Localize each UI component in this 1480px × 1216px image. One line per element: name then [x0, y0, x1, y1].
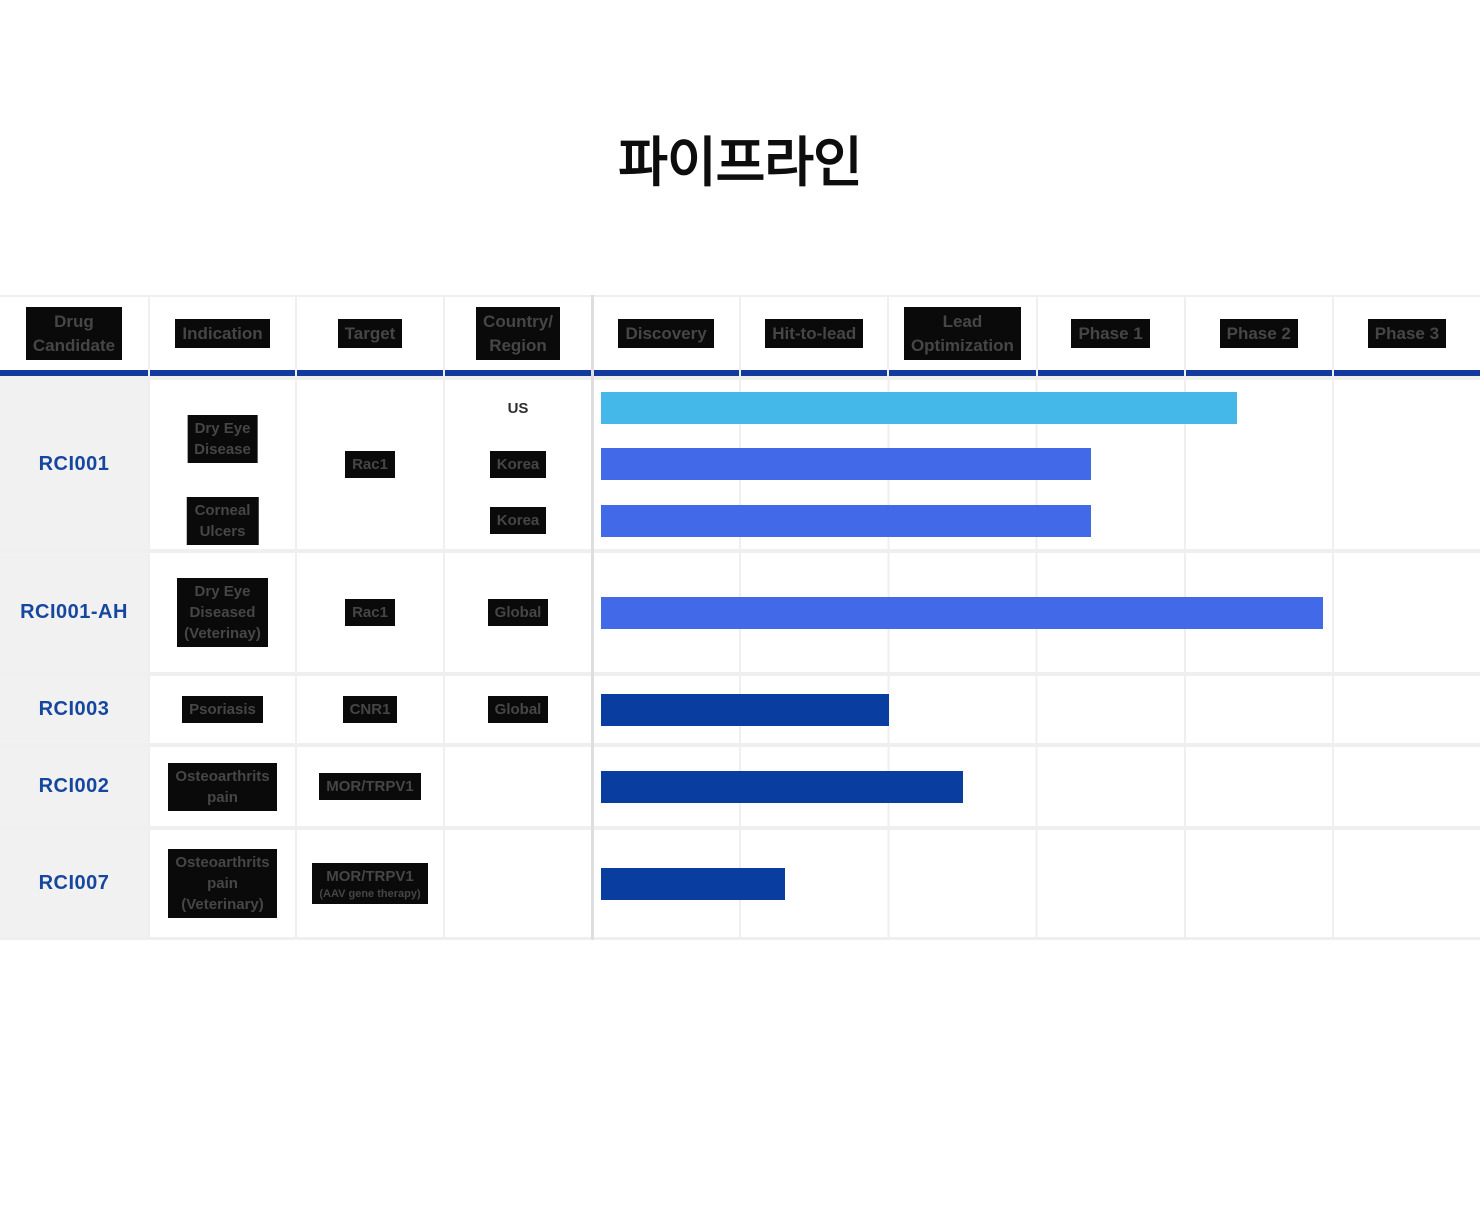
- column-header-country-region: Country/ Region: [445, 297, 591, 376]
- column-header-discovery: Discovery: [593, 297, 740, 376]
- target-cell-rci001: Rac1: [297, 380, 443, 549]
- indication-label: Osteoarthrits pain (Veterinary): [168, 849, 277, 918]
- drug-candidate-cell-rci001: RCI001: [0, 380, 148, 549]
- column-header-target: Target: [297, 297, 443, 376]
- target-label: Rac1: [345, 451, 395, 478]
- region-cell-rci003: Global: [445, 676, 591, 743]
- column-header-label: Phase 2: [1219, 318, 1298, 349]
- target-cell-rci007: MOR/TRPV1 (AAV gene therapy): [297, 830, 443, 937]
- drug-candidate-label: RCI003: [38, 698, 110, 720]
- indication-cell-rci002: Osteoarthrits pain: [150, 747, 295, 826]
- column-header-label: Country/ Region: [476, 306, 560, 361]
- indication-label: Psoriasis: [182, 696, 263, 723]
- region-label: Global: [487, 599, 549, 626]
- region-label: US: [507, 399, 529, 417]
- target-label: Rac1: [345, 599, 395, 626]
- indication-label: Dry Eye Disease: [187, 415, 258, 464]
- region-cell-rci001-ah: Global: [445, 553, 591, 672]
- column-header-label: Target: [337, 318, 403, 349]
- drug-candidate-cell-rci003: RCI003: [0, 676, 148, 743]
- gantt-bar-rci001-corneal-ulcers-korea: [601, 504, 1091, 537]
- region-cell-rci001: US Korea Korea: [445, 380, 591, 549]
- drug-candidate-label: RCI001: [38, 453, 110, 475]
- region-label: Korea: [489, 507, 547, 535]
- drug-candidate-cell-rci002: RCI002: [0, 747, 148, 826]
- drug-candidate-cell-rci001-ah: RCI001-AH: [0, 553, 148, 672]
- phase-track-rci001: [593, 380, 1480, 549]
- column-header-hit-to-lead: Hit-to-lead: [741, 297, 888, 376]
- column-header-label: Lead Optimization: [903, 306, 1021, 361]
- target-cell-rci001-ah: Rac1: [297, 553, 443, 672]
- gantt-bar-rci001-korea: [601, 448, 1091, 481]
- column-header-phase-3: Phase 3: [1333, 297, 1480, 376]
- gantt-bar-rci002: [601, 770, 963, 803]
- indication-cell-rci001-ah: Dry Eye Diseased (Veterinay): [150, 553, 295, 672]
- indication-label: Corneal Ulcers: [186, 497, 259, 546]
- indication-cell-rci003: Psoriasis: [150, 676, 295, 743]
- column-header-phase-2: Phase 2: [1185, 297, 1332, 376]
- column-header-indication: Indication: [150, 297, 295, 376]
- column-header-label: Drug Candidate: [25, 306, 123, 361]
- target-label: MOR/TRPV1: [319, 773, 421, 800]
- target-label: CNR1: [342, 696, 398, 723]
- column-header-label: Indication: [175, 318, 270, 349]
- target-main-label: MOR/TRPV1: [326, 867, 414, 885]
- gantt-bar-rci001-us: [601, 392, 1237, 425]
- column-header-lead-optimization: Lead Optimization: [889, 297, 1036, 376]
- column-header-label: Hit-to-lead: [765, 318, 864, 349]
- phase-track-rci003: [593, 676, 1480, 743]
- gantt-bar-rci003-global: [601, 693, 889, 726]
- column-header-label: Discovery: [618, 318, 714, 349]
- region-label: Global: [487, 696, 549, 723]
- phase-track-rci007: [593, 830, 1480, 937]
- column-header-phase-1: Phase 1: [1037, 297, 1184, 376]
- column-header-label: Phase 1: [1071, 318, 1150, 349]
- page-title: 파이프라인: [618, 133, 862, 193]
- indication-cell-rci001: Dry Eye Disease Corneal Ulcers: [150, 380, 295, 549]
- indication-label: Osteoarthrits pain: [168, 762, 277, 811]
- gantt-bar-rci007: [601, 867, 785, 900]
- column-header-label: Phase 3: [1367, 318, 1447, 349]
- region-cell-rci007: [445, 830, 591, 937]
- drug-candidate-label: RCI001-AH: [20, 601, 128, 623]
- target-label: MOR/TRPV1 (AAV gene therapy): [312, 862, 428, 905]
- pipeline-table: Drug Candidate Indication Target Country…: [0, 295, 1480, 940]
- drug-candidate-label: RCI002: [38, 775, 110, 797]
- indication-label: Dry Eye Diseased (Veterinay): [177, 578, 268, 647]
- region-cell-rci002: [445, 747, 591, 826]
- table-chart-divider: [591, 295, 594, 940]
- phase-track-rci001-ah: [593, 553, 1480, 672]
- drug-candidate-cell-rci007: RCI007: [0, 830, 148, 937]
- phase-track-rci002: [593, 747, 1480, 826]
- target-sub-label: (AAV gene therapy): [319, 887, 421, 900]
- indication-cell-rci007: Osteoarthrits pain (Veterinary): [150, 830, 295, 937]
- gantt-bar-rci001-ah-global: [601, 596, 1323, 629]
- target-cell-rci003: CNR1: [297, 676, 443, 743]
- target-cell-rci002: MOR/TRPV1: [297, 747, 443, 826]
- column-header-drug-candidate: Drug Candidate: [0, 297, 148, 376]
- region-label: Korea: [489, 450, 547, 478]
- drug-candidate-label: RCI007: [38, 872, 110, 894]
